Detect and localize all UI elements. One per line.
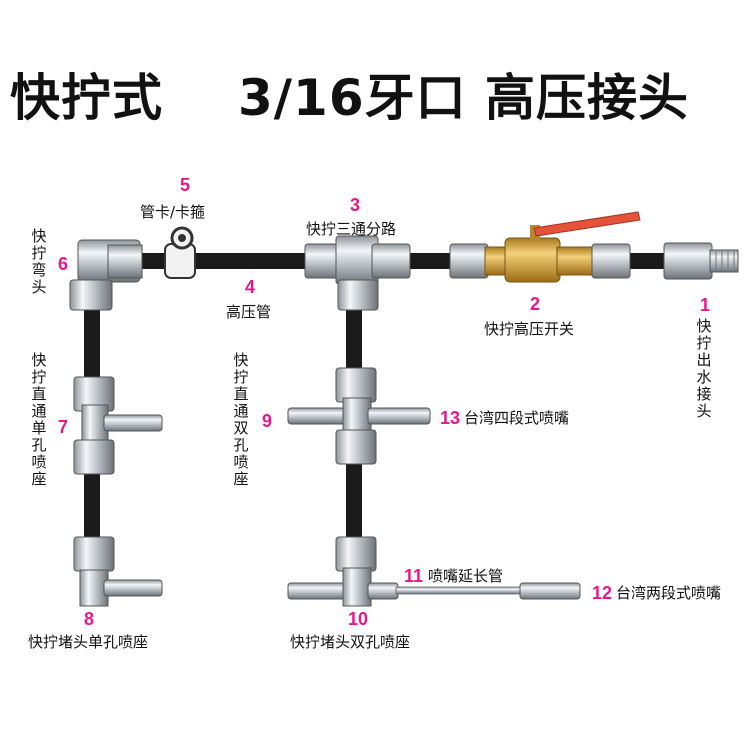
part-number-9: 9 bbox=[262, 411, 273, 431]
part-label-10: 快拧堵头双孔喷座 bbox=[290, 633, 411, 651]
elbow-fitting bbox=[69, 239, 143, 311]
part-label-4: 高压管 bbox=[226, 303, 272, 321]
tee-fitting bbox=[304, 235, 411, 311]
straight-double-nozzle-seat bbox=[287, 367, 431, 465]
part-label-9: 快拧直通双孔喷座 bbox=[233, 351, 249, 488]
part-number-13: 13 bbox=[440, 408, 461, 428]
nozzle-extension-tube bbox=[395, 582, 581, 600]
part-label-7: 快拧直通单孔喷座 bbox=[31, 351, 47, 488]
part-label-2: 快拧高压开关 bbox=[484, 320, 575, 338]
part-number-3: 3 bbox=[350, 195, 361, 215]
title-thread-connector: 3/16牙口 高压接头 bbox=[238, 69, 690, 127]
part-number-8: 8 bbox=[84, 609, 95, 629]
part-label-8: 快拧堵头单孔喷座 bbox=[28, 633, 149, 651]
high-pressure-valve bbox=[449, 211, 641, 283]
title-quick-twist: 快拧式 bbox=[10, 69, 163, 127]
part-number-7: 7 bbox=[58, 417, 69, 437]
part-label-5: 管卡/卡箍 bbox=[140, 203, 206, 221]
pipe-clamp bbox=[164, 226, 196, 279]
part-number-12: 12 bbox=[592, 583, 613, 603]
part-number-11: 11 bbox=[404, 566, 424, 586]
plug-double-nozzle-seat bbox=[287, 536, 399, 607]
part-number-5: 5 bbox=[180, 175, 191, 195]
part-label-12: 台湾两段式喷嘴 bbox=[616, 584, 722, 602]
part-number-6: 6 bbox=[58, 254, 69, 274]
part-number-1: 1 bbox=[700, 295, 711, 315]
part-label-11: 喷嘴延长管 bbox=[428, 567, 504, 585]
part-label-6: 快拧弯头 bbox=[31, 227, 47, 296]
plug-single-nozzle-seat bbox=[73, 536, 163, 607]
outlet-connector bbox=[663, 242, 739, 280]
straight-single-nozzle-seat bbox=[73, 376, 163, 475]
part-number-4: 4 bbox=[245, 277, 256, 297]
high-pressure-pipe bbox=[84, 253, 680, 550]
part-label-1: 快拧出水接头 bbox=[696, 317, 712, 420]
part-number-10: 10 bbox=[348, 609, 369, 629]
part-label-3: 快拧三通分路 bbox=[306, 220, 397, 238]
part-label-13: 台湾四段式喷嘴 bbox=[464, 409, 570, 427]
part-number-2: 2 bbox=[530, 294, 541, 314]
